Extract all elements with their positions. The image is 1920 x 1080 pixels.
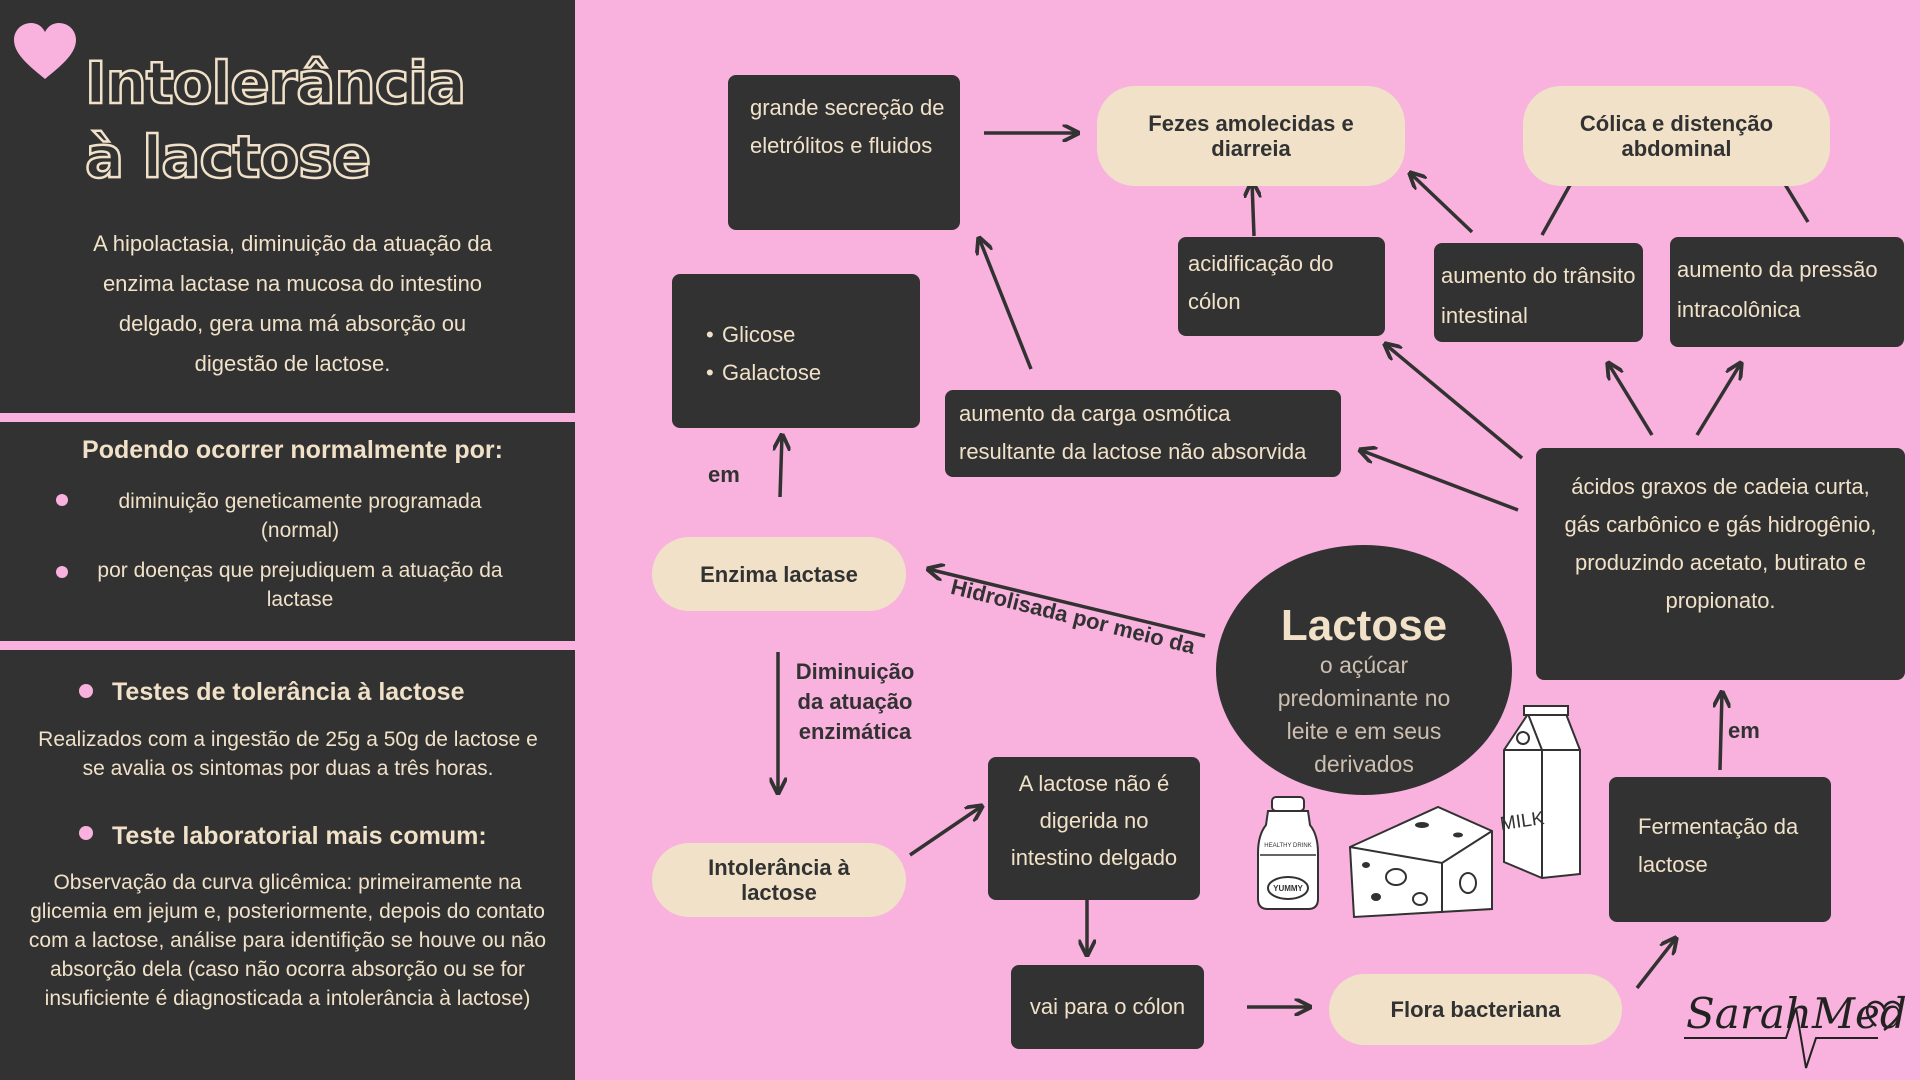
- bullet-dot: [79, 684, 93, 698]
- intro-text: A hipolactasia, diminuição da atuação da…: [93, 231, 492, 376]
- node-nao-digerida: A lactose não é digerida no intestino de…: [988, 757, 1200, 900]
- node-secrecao: grande secreção de eletrólitos e fluidos: [728, 75, 960, 230]
- arrow: [928, 569, 1206, 638]
- list-item: •Galactose: [706, 360, 822, 385]
- node-acidificacao: acidificação do cólon: [1178, 237, 1385, 336]
- arrow: [1410, 173, 1474, 234]
- node-pressao: aumento da pressão intracolônica: [1670, 237, 1904, 347]
- title-line-1: Intolerância: [84, 48, 468, 119]
- arrow: [1385, 344, 1524, 460]
- causes-heading: Podendo ocorrer normalmente por:: [82, 436, 503, 464]
- node-monossacarideos: •Glicose •Galactose: [672, 274, 920, 428]
- bullet-dot: [56, 494, 68, 506]
- arrow: [1252, 182, 1254, 237]
- info-sidebar: [0, 0, 575, 1080]
- bottle-label: HEALTHY DRINK: [1264, 843, 1311, 849]
- node-intolerancia: Intolerância à lactose: [652, 843, 906, 917]
- label-em: em: [1728, 718, 1760, 743]
- arrow: [1608, 363, 1654, 436]
- arrow: [780, 435, 782, 498]
- bullet-dot: [56, 566, 68, 578]
- bullet-dot: [79, 826, 93, 840]
- arrow: [1720, 692, 1722, 771]
- arrow: [1360, 450, 1519, 512]
- yogurt-bottle-illustration: HEALTHY DRINK YUMMY: [1257, 796, 1319, 910]
- title-line-2: à lactose: [84, 122, 373, 193]
- cause-item: por doenças que prejudiquem a atuação da…: [97, 559, 503, 611]
- arrow: [979, 238, 1033, 370]
- cheese-illustration: [1348, 805, 1493, 919]
- test1-text: Realizados com a ingestão de 25g a 50g d…: [38, 728, 538, 780]
- lactose-title: Lactose: [1280, 601, 1448, 650]
- node-flora: Flora bacteriana: [1329, 974, 1622, 1045]
- node-fermentacao: Fermentação da lactose: [1609, 777, 1831, 922]
- list-item: •Glicose: [706, 322, 796, 347]
- node-fezes: Fezes amolecidas e diarreia: [1097, 86, 1405, 186]
- page-title: Intolerância à lactose: [84, 46, 468, 194]
- milk-carton-illustration: MILK: [1499, 705, 1581, 880]
- arrow: [1635, 938, 1676, 990]
- sidebar-divider: [0, 413, 575, 422]
- test2-text: Observação da curva glicêmica: primeiram…: [28, 871, 547, 1010]
- label-em: em: [708, 462, 740, 487]
- cause-item: diminuição geneticamente programada (nor…: [118, 490, 482, 542]
- glicose-text: Glicose: [722, 322, 796, 347]
- sidebar-divider: [0, 641, 575, 650]
- arrow: [909, 806, 982, 857]
- node-acidos: ácidos graxos de cadeia curta, gás carbô…: [1536, 448, 1905, 680]
- node-transito: aumento do trânsito intestinal: [1434, 243, 1643, 342]
- node-enzima: Enzima lactase: [652, 537, 906, 611]
- node-colica: Cólica e distenção abdominal: [1523, 86, 1830, 186]
- lactose-center: Lactose o açúcar predominante no leite e…: [1216, 545, 1512, 795]
- bottle-brand: YUMMY: [1273, 884, 1303, 893]
- node-colon: vai para o cólon: [1011, 965, 1204, 1049]
- galactose-text: Galactose: [722, 360, 822, 385]
- lactose-subtitle: o açúcar predominante no leite e em seus…: [1277, 652, 1451, 777]
- test1-heading: Testes de tolerância à lactose: [112, 678, 465, 706]
- arrow: [1695, 363, 1741, 436]
- node-carga: aumento da carga osmótica resultante da …: [945, 390, 1341, 477]
- label-diminuicao: Diminuição da atuação enzimática: [795, 659, 915, 744]
- test2-heading: Teste laboratorial mais comum:: [112, 822, 487, 850]
- heart-icon: [14, 23, 76, 79]
- signature-logo: SarahMed: [1684, 989, 1906, 1069]
